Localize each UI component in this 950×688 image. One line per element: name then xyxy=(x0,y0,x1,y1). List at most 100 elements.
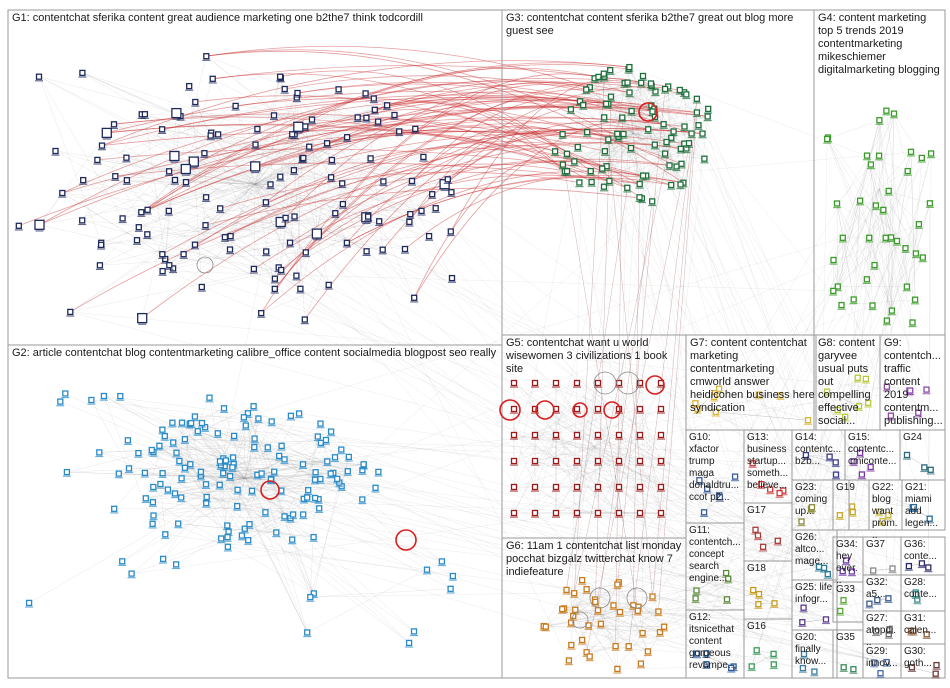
node-g6[interactable] xyxy=(630,602,637,609)
node-g2[interactable] xyxy=(224,543,232,550)
node-g24[interactable] xyxy=(903,451,911,459)
node-g3[interactable] xyxy=(638,79,645,86)
node-g3[interactable] xyxy=(563,168,571,175)
node-g2[interactable] xyxy=(224,533,231,541)
node-g30[interactable] xyxy=(932,670,939,677)
node-g13[interactable] xyxy=(776,490,783,497)
node-g1[interactable] xyxy=(374,118,382,125)
node-g6[interactable] xyxy=(660,623,668,630)
node-g6[interactable] xyxy=(625,643,632,650)
node-g3[interactable] xyxy=(559,161,567,168)
node-g12[interactable] xyxy=(693,650,701,657)
node-g25[interactable] xyxy=(799,619,806,626)
node-g2[interactable] xyxy=(250,403,257,410)
node-g5[interactable] xyxy=(510,405,518,413)
node-g2[interactable] xyxy=(447,585,454,592)
node-g2[interactable] xyxy=(251,435,258,442)
node-g3[interactable] xyxy=(649,198,656,205)
node-g1[interactable] xyxy=(327,174,335,181)
node-g2[interactable] xyxy=(375,468,382,476)
node-g1[interactable] xyxy=(391,111,398,119)
node-g4[interactable] xyxy=(833,200,841,207)
node-g2[interactable] xyxy=(238,532,246,539)
node-g22[interactable] xyxy=(885,511,892,519)
node-g2[interactable] xyxy=(287,412,295,419)
node-g4[interactable] xyxy=(904,167,911,175)
node-g2[interactable] xyxy=(141,469,149,477)
node-g2[interactable] xyxy=(150,483,157,491)
node-g1[interactable] xyxy=(339,180,346,187)
node-g2[interactable] xyxy=(198,419,206,427)
node-g1[interactable] xyxy=(425,232,433,240)
node-g4[interactable] xyxy=(927,150,935,157)
node-g4[interactable] xyxy=(856,197,864,204)
node-g2[interactable] xyxy=(224,522,231,529)
node-g3[interactable] xyxy=(600,70,607,77)
node-g4[interactable] xyxy=(926,200,934,207)
node-g1[interactable] xyxy=(198,283,205,291)
node-g3[interactable] xyxy=(607,93,615,100)
node-g2[interactable] xyxy=(264,444,271,451)
node-g5[interactable] xyxy=(615,457,623,465)
node-g1[interactable] xyxy=(444,176,451,183)
node-g2[interactable] xyxy=(178,494,185,501)
node-g5[interactable] xyxy=(636,405,644,413)
node-g6[interactable] xyxy=(656,628,664,636)
node-g2[interactable] xyxy=(327,428,335,435)
node-g8[interactable] xyxy=(842,413,849,420)
node-g3[interactable] xyxy=(614,130,621,138)
node-g4[interactable] xyxy=(888,307,896,314)
node-g18[interactable] xyxy=(755,590,763,598)
node-g1[interactable] xyxy=(79,217,86,224)
node-g5[interactable] xyxy=(657,405,665,413)
node-g5[interactable] xyxy=(573,431,581,439)
node-g3[interactable] xyxy=(647,80,655,87)
node-g3[interactable] xyxy=(670,128,677,135)
node-g2[interactable] xyxy=(194,428,201,435)
node-g1[interactable] xyxy=(286,239,294,246)
node-g2[interactable] xyxy=(310,533,317,541)
node-g5[interactable] xyxy=(531,457,539,465)
node-g2[interactable] xyxy=(173,449,180,456)
node-g1[interactable] xyxy=(262,199,270,206)
node-g2[interactable] xyxy=(299,461,307,468)
node-g2[interactable] xyxy=(258,470,265,477)
node-g17[interactable] xyxy=(774,537,781,544)
node-g1[interactable] xyxy=(101,127,112,139)
node-g6[interactable] xyxy=(597,620,605,627)
node-g2[interactable] xyxy=(245,537,252,544)
node-g5[interactable] xyxy=(531,405,539,413)
node-g1[interactable] xyxy=(271,285,278,293)
node-g2[interactable] xyxy=(119,558,126,565)
node-g8[interactable] xyxy=(834,406,841,414)
node-g7[interactable] xyxy=(777,392,784,399)
node-g2[interactable] xyxy=(322,436,330,444)
node-g2[interactable] xyxy=(150,512,157,519)
node-g27[interactable] xyxy=(886,626,893,633)
node-g5[interactable] xyxy=(510,509,518,517)
node-g6[interactable] xyxy=(542,623,549,630)
node-g8[interactable] xyxy=(823,388,831,395)
node-g30[interactable] xyxy=(933,661,940,669)
node-g7[interactable] xyxy=(712,408,719,416)
node-g3[interactable] xyxy=(606,177,613,185)
node-g2[interactable] xyxy=(156,442,163,449)
node-g2[interactable] xyxy=(149,499,157,506)
node-g2[interactable] xyxy=(360,461,367,468)
node-g2[interactable] xyxy=(262,509,269,516)
node-g17[interactable] xyxy=(752,526,759,533)
node-g3[interactable] xyxy=(624,184,631,191)
node-g4[interactable] xyxy=(915,221,923,228)
node-g3[interactable] xyxy=(639,172,647,179)
node-g3[interactable] xyxy=(567,106,575,113)
node-g1[interactable] xyxy=(408,177,416,185)
node-g1[interactable] xyxy=(406,218,413,226)
node-g5[interactable] xyxy=(615,483,623,491)
node-g2[interactable] xyxy=(169,419,176,426)
node-g4[interactable] xyxy=(918,154,925,162)
node-g28[interactable] xyxy=(912,591,919,598)
node-g29[interactable] xyxy=(877,670,884,677)
node-g1[interactable] xyxy=(79,69,86,77)
node-g1[interactable] xyxy=(432,205,439,212)
node-g4[interactable] xyxy=(909,319,916,326)
